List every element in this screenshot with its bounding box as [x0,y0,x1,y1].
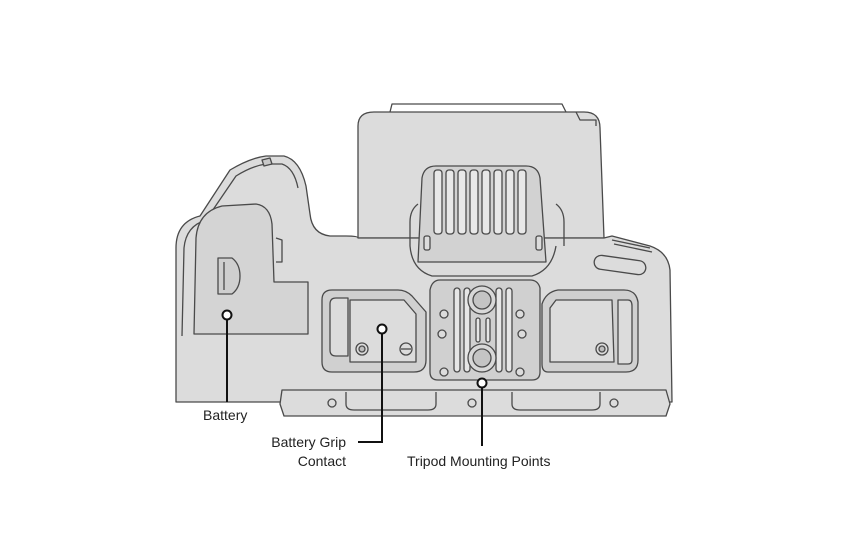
rail-screw [327,398,337,408]
vent-slat [481,169,491,235]
tripod-groove [495,287,503,373]
vent-side-tab-right [535,235,543,251]
battery-latch [217,257,241,295]
vent-slat [493,169,503,235]
vent-slat [433,169,443,235]
vent-slat [445,169,455,235]
battery-grip-label-line1: Battery Grip [271,434,346,450]
plate-screw [515,309,525,319]
battery-label: Battery [203,407,248,423]
center-recess [409,203,565,277]
battery-grip-callout-marker [376,323,388,335]
speaker-grille [593,254,647,276]
tripod-groove [453,287,461,373]
vent-slat [517,169,527,235]
rail-screw [609,398,619,408]
tripod-callout-marker [476,377,488,389]
plate-screw [515,367,525,377]
body-edge-line [611,239,651,249]
top-hump-edge [575,111,597,126]
plate-screw [517,329,527,339]
tripod-socket-1-inner [472,290,492,310]
contact-screw-1-inner [358,345,366,353]
plate-screw [439,367,449,377]
top-hump-rim [389,103,567,113]
vent-slat [505,169,515,235]
plate-screw [439,309,449,319]
tripod-socket-2-inner [472,348,492,368]
vent-slats [433,169,527,235]
battery-grip-contact-inner [329,297,349,357]
tripod-groove [505,287,513,373]
right-panel-screw-inner [598,345,606,353]
battery-callout-marker [221,309,233,321]
vent-slat [457,169,467,235]
bottom-rail-left-slot [345,392,437,411]
grip-inner-outline [181,163,299,337]
bottom-rail-right-slot [511,392,601,411]
vent-side-tab-left [423,235,431,251]
right-panel-inner [617,299,633,365]
battery-door [193,203,309,335]
tripod-groove [463,287,471,373]
tripod-groove [485,317,491,343]
battery-grip-label-line2: Contact [297,453,346,469]
rail-screw [467,398,477,408]
battery-grip-leader-line [358,333,383,443]
grip-stud [261,157,273,167]
battery-grip-contact-label: Battery Grip Contact [260,433,346,471]
tripod-plate-grooves [453,287,513,373]
plate-screw [437,329,447,339]
body-edge-line-2 [613,243,653,253]
grip-notch [275,237,283,263]
tripod-mounting-points-label: Tripod Mounting Points [407,453,551,469]
tripod-groove [475,317,481,343]
vent-slat [469,169,479,235]
